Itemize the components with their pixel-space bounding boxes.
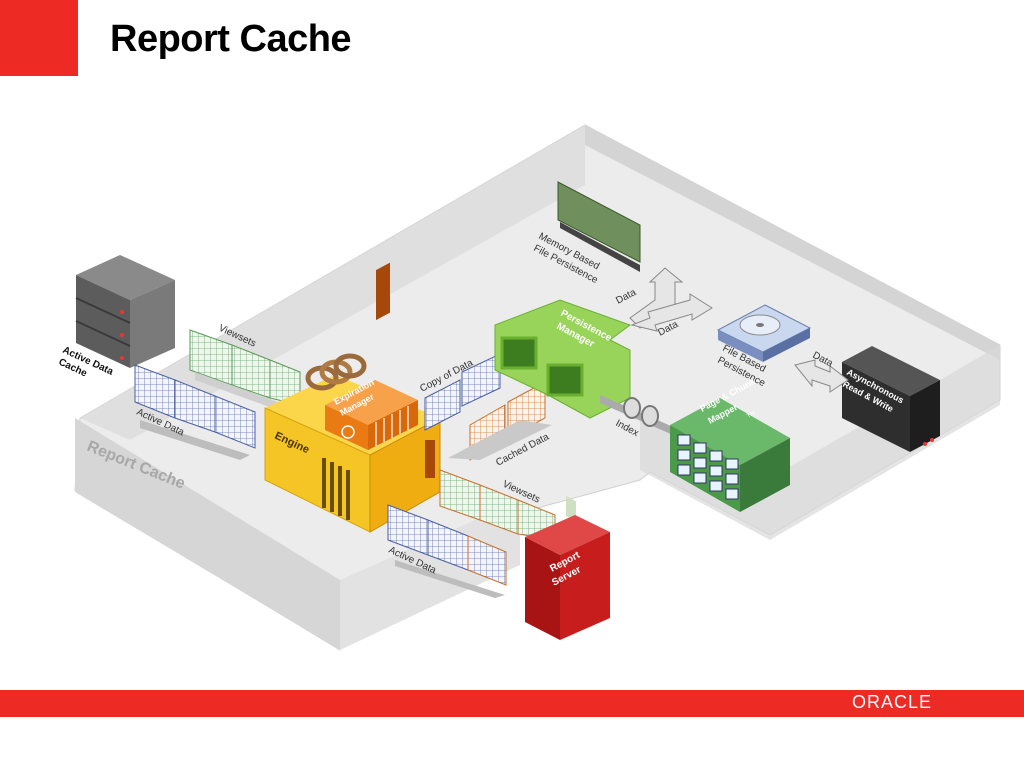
engine-coils <box>305 353 367 391</box>
data-to-async-arrow <box>794 359 849 393</box>
cached-data-flow <box>448 381 552 461</box>
data-to-file-arrow <box>630 293 713 332</box>
page-chunk-mapper-box <box>670 398 790 512</box>
report-server-box <box>525 515 610 640</box>
active-data-left <box>134 364 256 460</box>
copy-of-data-flow <box>424 353 501 431</box>
index-connector <box>600 395 680 438</box>
slide-title: Report Cache <box>110 18 352 60</box>
active-data-cache-icon <box>75 255 175 368</box>
footer-bar <box>0 690 1024 717</box>
page-chunk-mapper-tm: TM <box>746 410 756 419</box>
active-data-bottom <box>387 504 507 598</box>
oracle-logo: ORACLE <box>852 692 933 712</box>
file-based-disk-icon <box>716 304 812 362</box>
persistence-manager-box <box>494 299 632 419</box>
async-read-write-box <box>842 346 940 452</box>
expiration-manager-box <box>325 380 418 450</box>
corner-accent-square <box>0 0 78 76</box>
viewsets-bottom <box>439 469 556 541</box>
memory-module-icon <box>557 181 641 522</box>
